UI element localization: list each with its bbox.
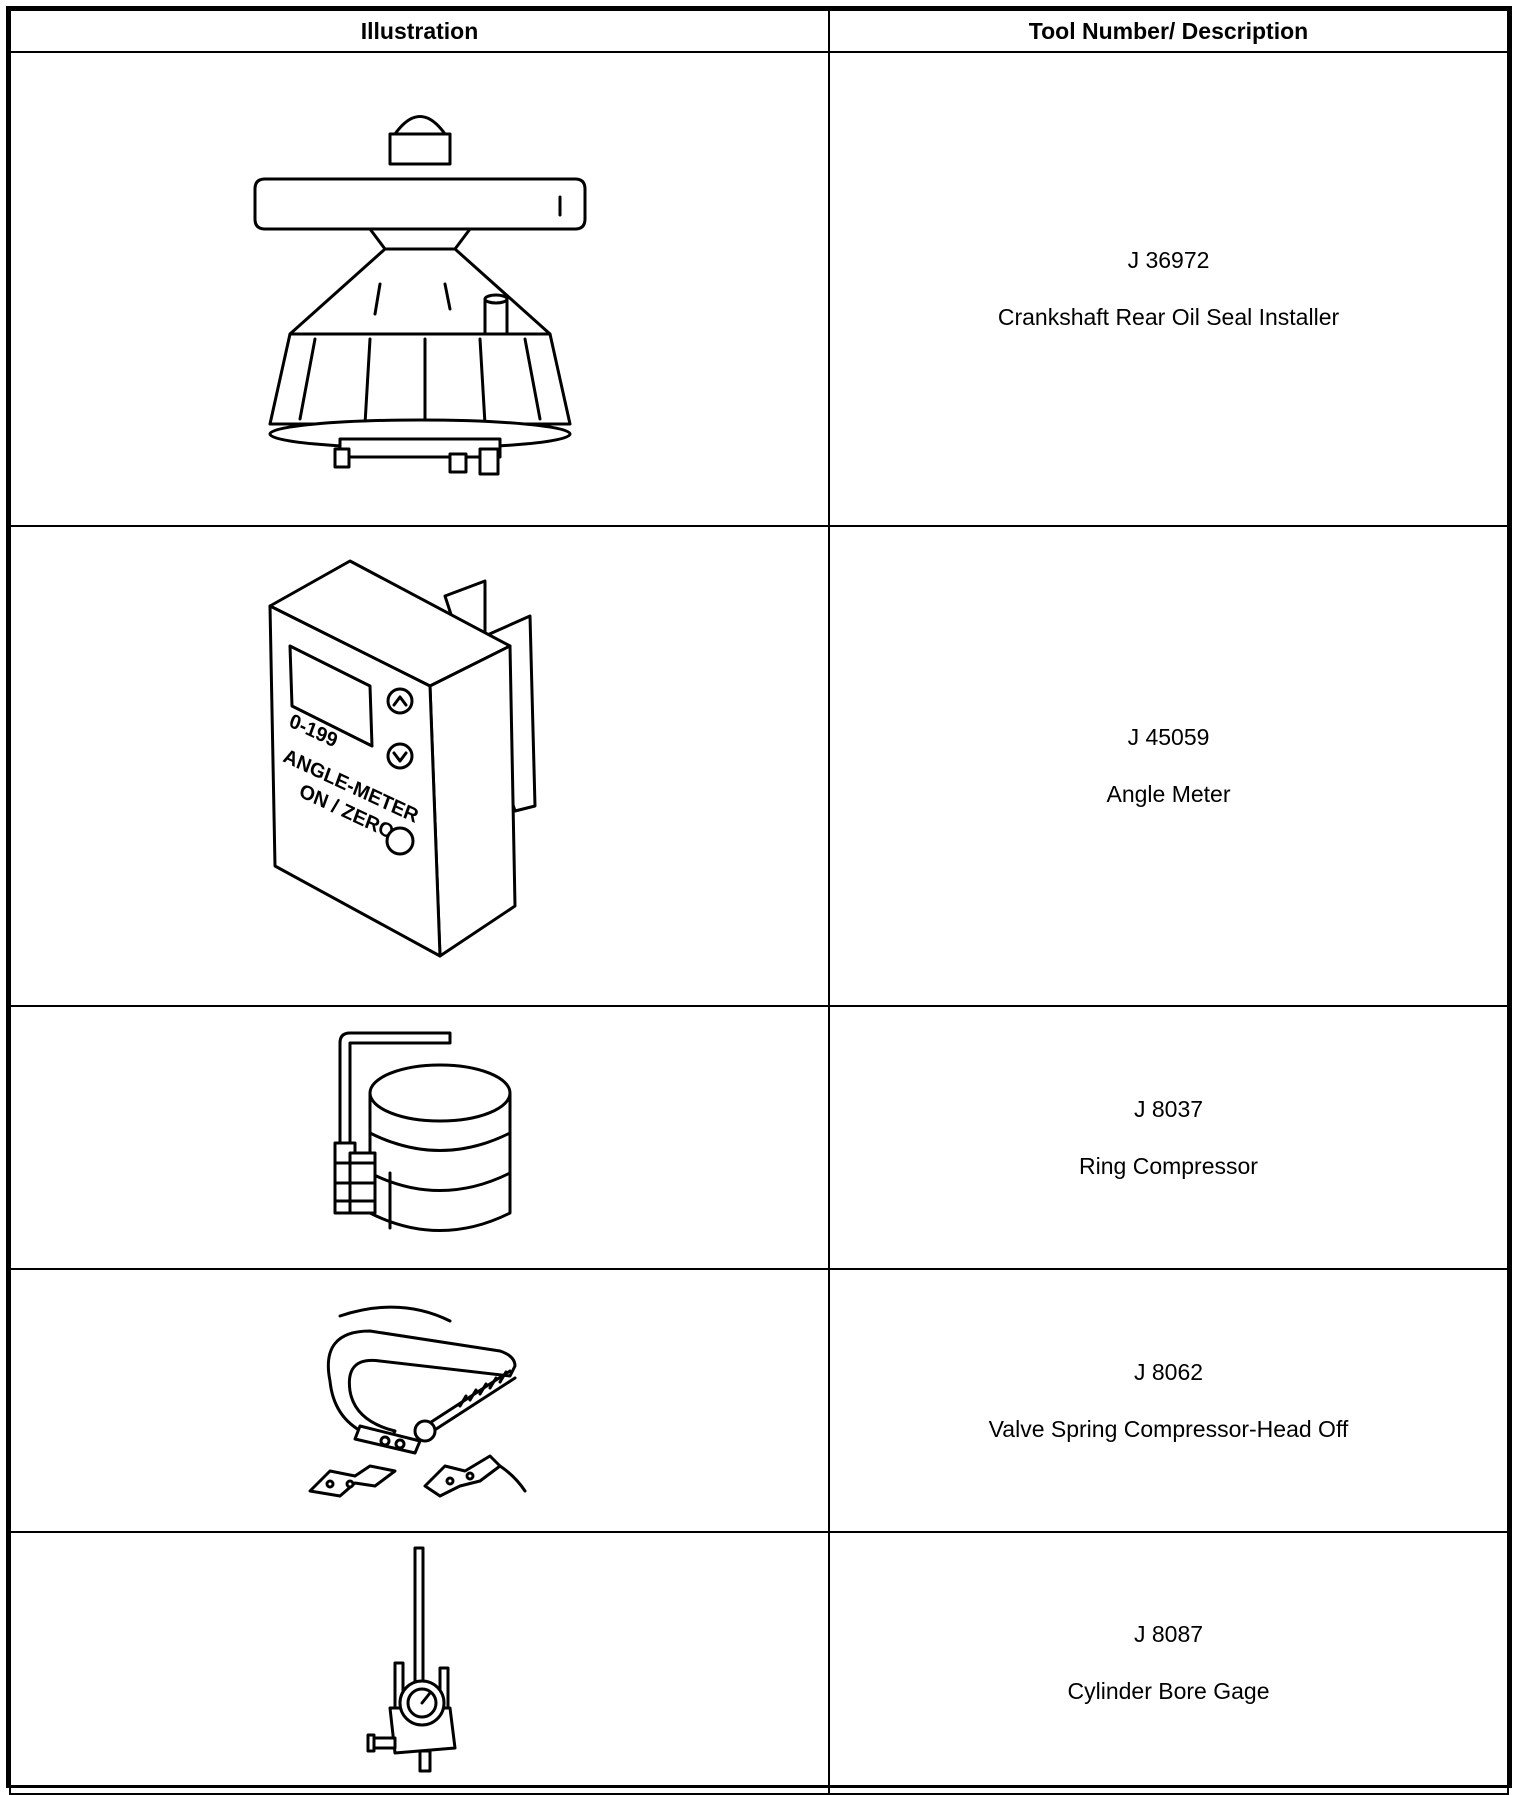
table-row: J 8037 Ring Compressor: [9, 1005, 1509, 1270]
tool-table-page: Illustration Tool Number/ Description: [6, 6, 1512, 1795]
illustration-cell: [9, 1531, 830, 1795]
tool-name: Angle Meter: [1106, 781, 1231, 807]
zero-button-icon: [385, 826, 414, 856]
table-header-row: Illustration Tool Number/ Description: [9, 9, 1509, 53]
down-arrow-button-icon: [386, 742, 413, 770]
tool-name: Crankshaft Rear Oil Seal Installer: [997, 304, 1340, 330]
description-cell: J 8062 Valve Spring Compressor-Head Off: [828, 1268, 1509, 1533]
illustration-column-header: Illustration: [9, 9, 830, 53]
tool-name: Ring Compressor: [1079, 1152, 1258, 1179]
seal-installer-icon: [253, 115, 586, 476]
illustration-cell: [9, 1005, 830, 1270]
description-cell: J 45059 Angle Meter: [828, 525, 1509, 1007]
bore-gage-icon: [366, 1546, 456, 1773]
valve-spring-compressor-icon: [308, 1305, 526, 1497]
table-row: J 8062 Valve Spring Compressor-Head Off: [9, 1268, 1509, 1533]
tool-number: J 45059: [1127, 724, 1210, 750]
tool-name: Cylinder Bore Gage: [1067, 1678, 1270, 1704]
description-cell: J 36972 Crankshaft Rear Oil Seal Install…: [828, 51, 1509, 527]
tool-number: J 8087: [1133, 1621, 1204, 1647]
ring-compressor-icon: [333, 1031, 511, 1232]
angle-meter-icon: 0-199 ANGLE-METER ON / ZERO: [268, 559, 536, 958]
special-tools-table: Illustration Tool Number/ Description: [9, 9, 1509, 1795]
description-cell: J 8087 Cylinder Bore Gage: [828, 1531, 1509, 1795]
description-column-header: Tool Number/ Description: [828, 9, 1509, 53]
table-row: 0-199 ANGLE-METER ON / ZERO J 45059 Angl…: [9, 525, 1509, 1007]
tool-number: J 8037: [1133, 1095, 1204, 1122]
table-row: J 8087 Cylinder Bore Gage: [9, 1531, 1509, 1795]
illustration-cell: [9, 1268, 830, 1533]
table-row: J 36972 Crankshaft Rear Oil Seal Install…: [9, 51, 1509, 527]
up-arrow-button-icon: [386, 687, 413, 715]
tool-number: J 8062: [1133, 1358, 1204, 1385]
tool-number: J 36972: [1127, 247, 1210, 273]
tool-name: Valve Spring Compressor-Head Off: [988, 1415, 1349, 1442]
illustration-cell: 0-199 ANGLE-METER ON / ZERO: [9, 525, 830, 1007]
description-cell: J 8037 Ring Compressor: [828, 1005, 1509, 1270]
illustration-cell: [9, 51, 830, 527]
